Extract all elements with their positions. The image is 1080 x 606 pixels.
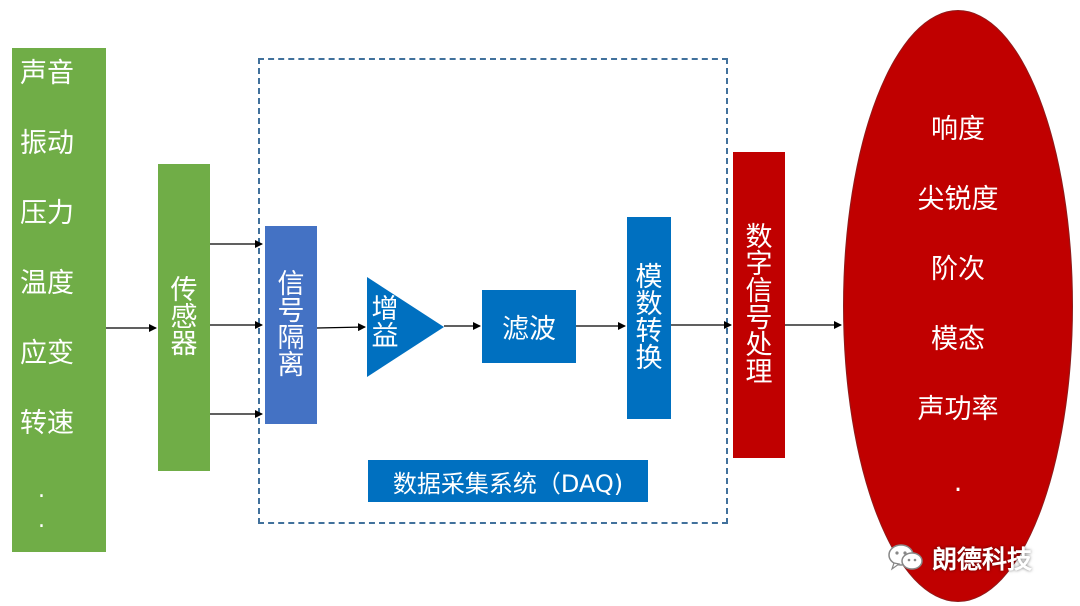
dsp-char: 处 xyxy=(745,330,773,361)
filter-block: 滤波 xyxy=(482,290,576,363)
output-item: 尖锐度 xyxy=(917,184,999,215)
sensor-char: 器 xyxy=(170,329,198,360)
gain-label: 增 益 xyxy=(368,296,402,358)
output-item: . xyxy=(953,467,963,498)
output-item: 模态 xyxy=(931,324,985,355)
sensor-char: 传 xyxy=(170,275,198,306)
input-item: 应变 xyxy=(20,338,74,369)
watermark: 朗德科技 xyxy=(886,540,1056,576)
ellipsis-dot: . xyxy=(38,508,45,533)
ellipsis-dot: . xyxy=(38,538,45,563)
adc-char: 换 xyxy=(635,343,663,374)
input-quantities-block: 声音 振动 压力 温度 应变 转速 . . . xyxy=(12,48,106,562)
dsp-char: 号 xyxy=(745,303,773,334)
wechat-icon xyxy=(888,544,923,571)
output-item: 响度 xyxy=(931,114,985,145)
dsp-char: 数 xyxy=(745,222,773,253)
adc-char: 模 xyxy=(635,262,663,293)
watermark-text: 朗德科技 xyxy=(932,545,1033,574)
gain-triangle xyxy=(367,277,444,377)
isolation-char: 号 xyxy=(277,296,305,327)
gain-char: 益 xyxy=(371,321,399,352)
input-item: 声音 xyxy=(20,58,74,89)
arrow-isolation-to-gain xyxy=(316,323,366,332)
adc-block: 模 数 转 换 xyxy=(627,217,671,419)
output-item: 阶次 xyxy=(931,254,985,285)
input-item: 振动 xyxy=(20,128,74,159)
input-item: 温度 xyxy=(20,268,74,299)
isolation-char: 离 xyxy=(277,350,305,381)
output-item: 声功率 xyxy=(917,394,999,425)
daq-system-label: 数据采集系统（DAQ) xyxy=(368,460,648,502)
input-item: 压力 xyxy=(20,198,74,229)
dsp-block: 数 字 信 号 处 理 xyxy=(733,152,785,458)
sensor-char: 感 xyxy=(170,302,198,333)
dsp-char: 信 xyxy=(745,276,773,307)
dsp-char: 理 xyxy=(745,357,773,388)
sensor-block: 传 感 器 xyxy=(158,164,210,471)
adc-char: 数 xyxy=(635,289,663,320)
daq-system-container xyxy=(258,58,728,524)
dsp-char: 字 xyxy=(745,249,773,280)
input-item: 转速 xyxy=(20,408,74,439)
signal-isolation-block: 信 号 隔 离 xyxy=(265,226,317,424)
isolation-char: 隔 xyxy=(277,323,305,354)
adc-char: 转 xyxy=(635,316,663,347)
isolation-char: 信 xyxy=(277,269,305,300)
ellipsis-dot: . xyxy=(38,478,45,503)
gain-char: 增 xyxy=(371,294,399,325)
output-metrics-ellipse: 响度 尖锐度 阶次 模态 声功率 . xyxy=(843,10,1073,602)
